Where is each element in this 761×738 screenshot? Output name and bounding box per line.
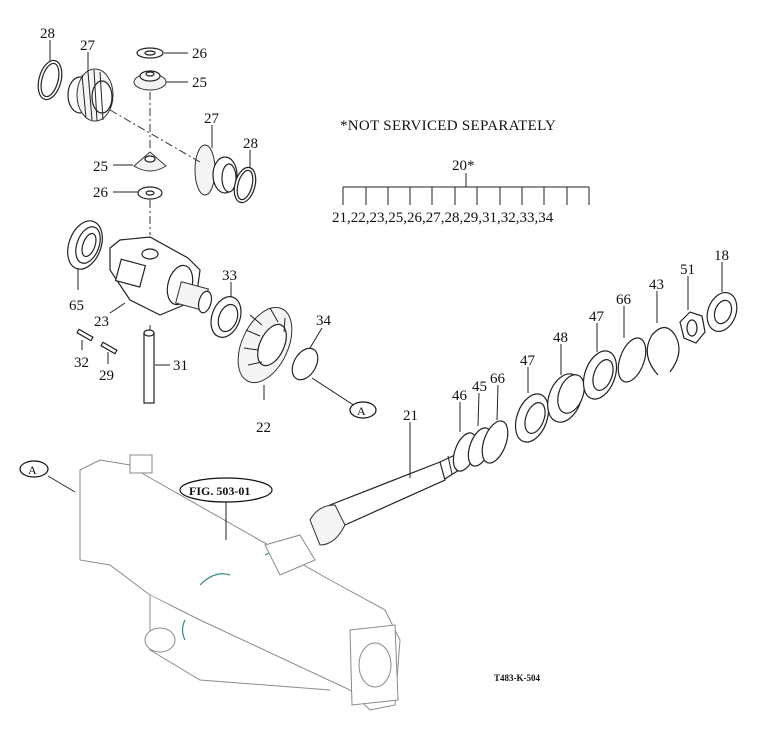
part-33-bearing [210, 296, 242, 338]
callout-27: 27 [204, 111, 220, 127]
drawing-code: T483-K-504 [494, 673, 540, 683]
callout-34: 34 [316, 313, 332, 329]
part-51-nut [679, 311, 706, 344]
callout-48: 48 [553, 330, 568, 346]
part-29-pin [100, 341, 118, 355]
callout-28: 28 [40, 26, 55, 42]
svg-text:A: A [357, 404, 366, 418]
callout-leaders [47, 40, 723, 540]
reference-a-bubble-upper: A [349, 401, 377, 419]
part-31-shaft [143, 329, 155, 404]
callout-29: 29 [99, 368, 114, 384]
reference-a-bubble-lower: A [19, 460, 49, 478]
callout-32: 32 [74, 355, 89, 371]
svg-text:A: A [28, 463, 37, 477]
callout-28: 28 [243, 136, 258, 152]
callout-47: 47 [520, 353, 536, 369]
callout-25: 25 [192, 75, 207, 91]
callout-21: 21 [403, 408, 418, 424]
not-serviced-note: *NOT SERVICED SEPARATELY [340, 118, 556, 134]
assembly-children-label: 21,22,23,25,26,27,28,29,31,32,33,34 [332, 210, 554, 226]
part-28-thrust-washer-left [37, 59, 63, 101]
part-48-spacer [547, 373, 585, 423]
part-27-side-gear-left [67, 68, 114, 122]
axle-housing [79, 454, 401, 711]
part-66-shim-lower [481, 420, 509, 464]
part-34-snap-ring [291, 347, 319, 381]
callout-51: 51 [680, 262, 695, 278]
assembly-parent-label: 20* [452, 158, 475, 174]
part-25-pinion-bottom [133, 151, 167, 172]
part-65-bearing [67, 220, 103, 270]
part-21-pinion-shaft [309, 447, 476, 546]
callout-22: 22 [256, 420, 271, 436]
figure-reference-bubble: FIG. 503-01 [179, 477, 273, 503]
callout-31: 31 [173, 358, 188, 374]
callout-65: 65 [69, 298, 84, 314]
part-callouts: 28 27 26 25 27 28 25 26 65 23 33 34 32 2… [40, 26, 729, 436]
part-23-differential-case [109, 236, 213, 316]
callout-26: 26 [93, 185, 109, 201]
part-28-thrust-washer-right [233, 166, 257, 204]
callout-45: 45 [472, 379, 487, 395]
svg-text:FIG. 503-01: FIG. 503-01 [189, 484, 250, 498]
part-47-bearing-lower [514, 393, 550, 443]
callout-18: 18 [714, 248, 729, 264]
callout-25: 25 [93, 159, 108, 175]
part-32-pin [76, 328, 94, 342]
callout-33: 33 [222, 268, 237, 284]
part-66-shim-upper [617, 337, 647, 383]
part-26-thrust-washer-top [136, 47, 164, 59]
callout-66: 66 [616, 292, 632, 308]
callout-46: 46 [452, 388, 468, 404]
part-25-pinion-top [133, 70, 167, 91]
part-43-snap-ring [646, 326, 680, 376]
part-27-side-gear-right [194, 144, 238, 196]
callout-43: 43 [649, 277, 664, 293]
part-47-bearing-upper [582, 350, 618, 400]
callout-66: 66 [490, 371, 506, 387]
part-22-ring-gear [237, 306, 293, 384]
callout-26: 26 [192, 46, 208, 62]
part-26-thrust-washer-bottom [137, 186, 163, 200]
callout-23: 23 [94, 314, 109, 330]
assembly-tree-lines [342, 173, 590, 205]
callout-47: 47 [589, 309, 605, 325]
callout-27: 27 [80, 38, 96, 54]
part-18-oil-seal [706, 292, 738, 332]
